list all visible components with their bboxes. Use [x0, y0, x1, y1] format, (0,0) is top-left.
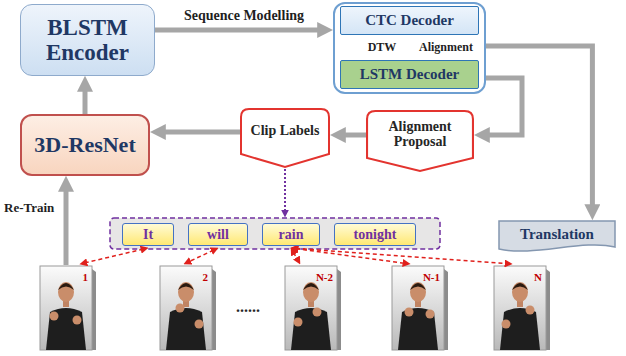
node-text: 3D-ResNet: [34, 133, 135, 157]
cnn-box: 3D-ResNet: [20, 114, 150, 176]
node-text: It: [143, 227, 153, 242]
node-text: rain: [279, 227, 304, 242]
retrain-label: Re-Train: [4, 201, 54, 215]
flow-arrow: [486, 46, 592, 209]
alignment-leader: [296, 248, 507, 263]
signer-body: [291, 308, 331, 350]
label-band: [110, 218, 440, 249]
node-text: BLSTM Encoder: [29, 15, 146, 66]
flow-arrow: [155, 28, 322, 33]
edge-label: DTW: [368, 41, 397, 54]
node-text: Alignment Proposal: [371, 119, 469, 150]
node-text: tonight: [354, 227, 397, 242]
alignment-leader: [296, 249, 405, 264]
signer-hand: [526, 306, 535, 315]
signer-body: [500, 308, 540, 350]
signer-hand: [50, 312, 59, 321]
tag-outline: [241, 109, 329, 167]
image-edge: [546, 269, 550, 350]
image-edge: [92, 269, 96, 350]
signer-hand: [176, 304, 185, 313]
word-box: rain: [262, 223, 320, 246]
document-outline: [499, 221, 615, 251]
edge-label: Sequence Modelling: [184, 8, 304, 23]
alignment-proposal-tag: Alignment Proposal: [366, 110, 474, 172]
encoder-box: BLSTM Encoder: [20, 4, 155, 76]
signer-body: [166, 308, 206, 350]
image-edge: [337, 269, 341, 350]
signer-hand: [73, 316, 82, 325]
signer-hair: [58, 283, 74, 290]
image-edge: [212, 269, 216, 350]
image-edge: [444, 269, 448, 350]
signer-hand: [405, 308, 414, 317]
signer-head: [178, 282, 194, 302]
image-frame: [40, 266, 92, 350]
signer-hand: [294, 318, 303, 327]
frame-number: 1: [83, 271, 89, 283]
node-text: will: [207, 227, 229, 242]
signer-head: [58, 282, 74, 302]
frame-number: N: [534, 271, 542, 283]
signer-body: [398, 308, 438, 350]
node-text: LSTM Decoder: [360, 66, 460, 83]
image-frame: [494, 266, 546, 350]
flow-arrow: [161, 130, 240, 135]
translation-document: Translation: [498, 220, 616, 254]
alignment-leader: [85, 249, 143, 263]
signer-hand: [195, 320, 204, 329]
node-text: Clip Labels: [251, 123, 320, 138]
flow-arrow: [341, 133, 366, 138]
signer-image: [392, 266, 448, 350]
signer-image: [40, 266, 96, 350]
node-text: Translation: [520, 226, 594, 243]
signer-hair: [303, 283, 319, 290]
ctc-decoder-box: CTC Decoder: [340, 6, 479, 35]
flow-arrow: [83, 87, 88, 114]
alignment-note: Alignment: [419, 41, 473, 54]
signer-hand: [313, 308, 322, 317]
signer-image: [494, 266, 550, 350]
ellipsis: ......: [236, 298, 260, 316]
signer-body: [46, 308, 86, 350]
signer-head: [303, 282, 319, 302]
word-box: tonight: [334, 223, 416, 246]
clip-labels-tag: Clip Labels: [240, 108, 330, 168]
signer-image: [160, 266, 216, 350]
alignment-leader: [293, 252, 297, 259]
signer-head: [410, 282, 426, 302]
signer-hair: [512, 283, 528, 290]
label-pointer: [284, 169, 286, 212]
retrain-arrow: [64, 187, 69, 265]
word-box: It: [122, 223, 174, 246]
flow-arrow: [485, 78, 522, 135]
signer-image: [285, 266, 341, 350]
frame-number: 2: [203, 271, 209, 283]
frame-number: N-1: [423, 271, 440, 283]
tag-outline: [367, 111, 473, 171]
lstm-decoder-box: LSTM Decoder: [340, 60, 479, 89]
signer-hand: [426, 310, 435, 319]
signer-head: [512, 282, 528, 302]
signer-hair: [178, 283, 194, 290]
signer-hair: [410, 283, 426, 290]
image-frame: [285, 266, 337, 350]
word-box: will: [188, 223, 248, 246]
image-frame: [160, 266, 212, 350]
alignment-leader: [189, 250, 214, 262]
node-text: CTC Decoder: [365, 12, 454, 29]
signer-hand: [502, 320, 511, 329]
image-frame: [392, 266, 444, 350]
frame-number: N-2: [316, 271, 333, 283]
